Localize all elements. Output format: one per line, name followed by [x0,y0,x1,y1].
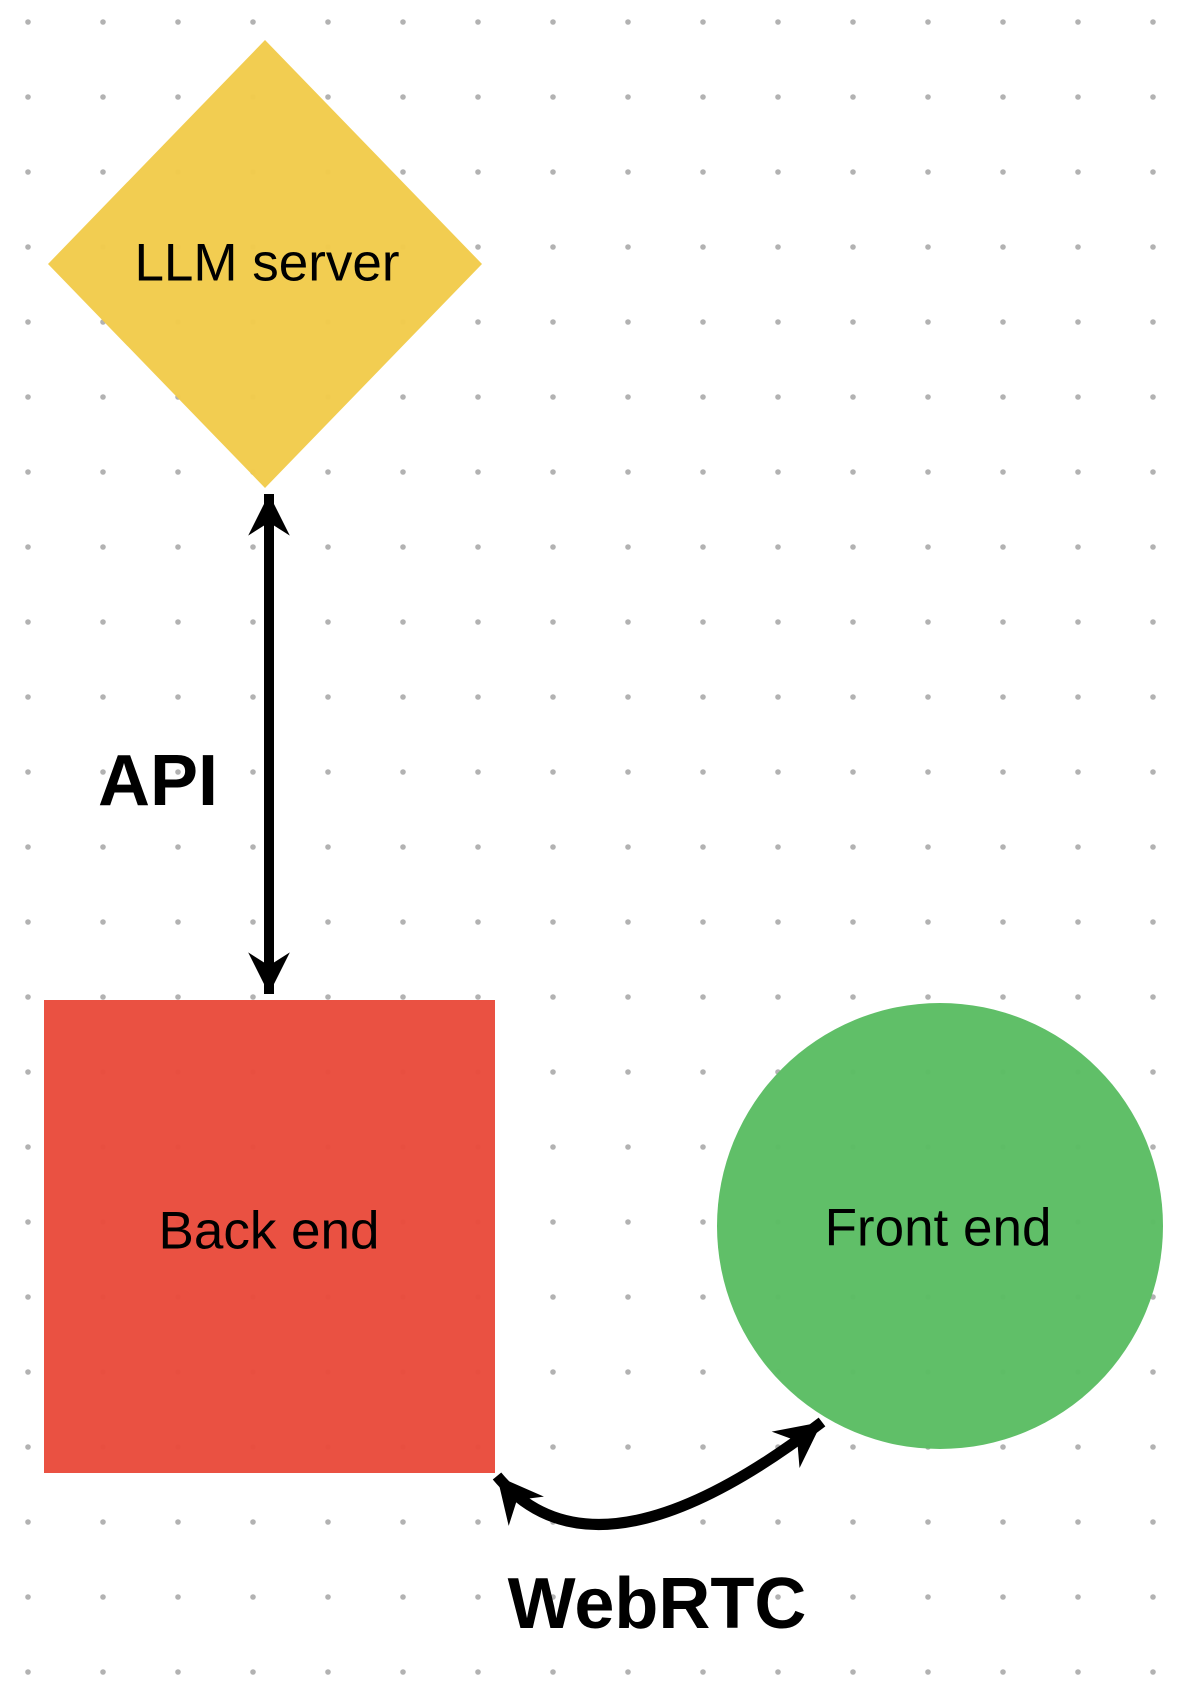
edge-api-label[interactable]: API [98,741,218,821]
node-back-end[interactable] [44,1000,495,1473]
edge-webrtc-label[interactable]: WebRTC [508,1564,807,1644]
node-front-end-label: Front end [825,1199,1052,1258]
edge-webrtc-arrow[interactable] [492,1417,826,1530]
node-llm-server[interactable] [48,40,482,488]
node-front-end[interactable] [717,1003,1163,1449]
node-back-end-label: Back end [159,1202,380,1261]
node-llm-server-label: LLM server [134,234,399,293]
